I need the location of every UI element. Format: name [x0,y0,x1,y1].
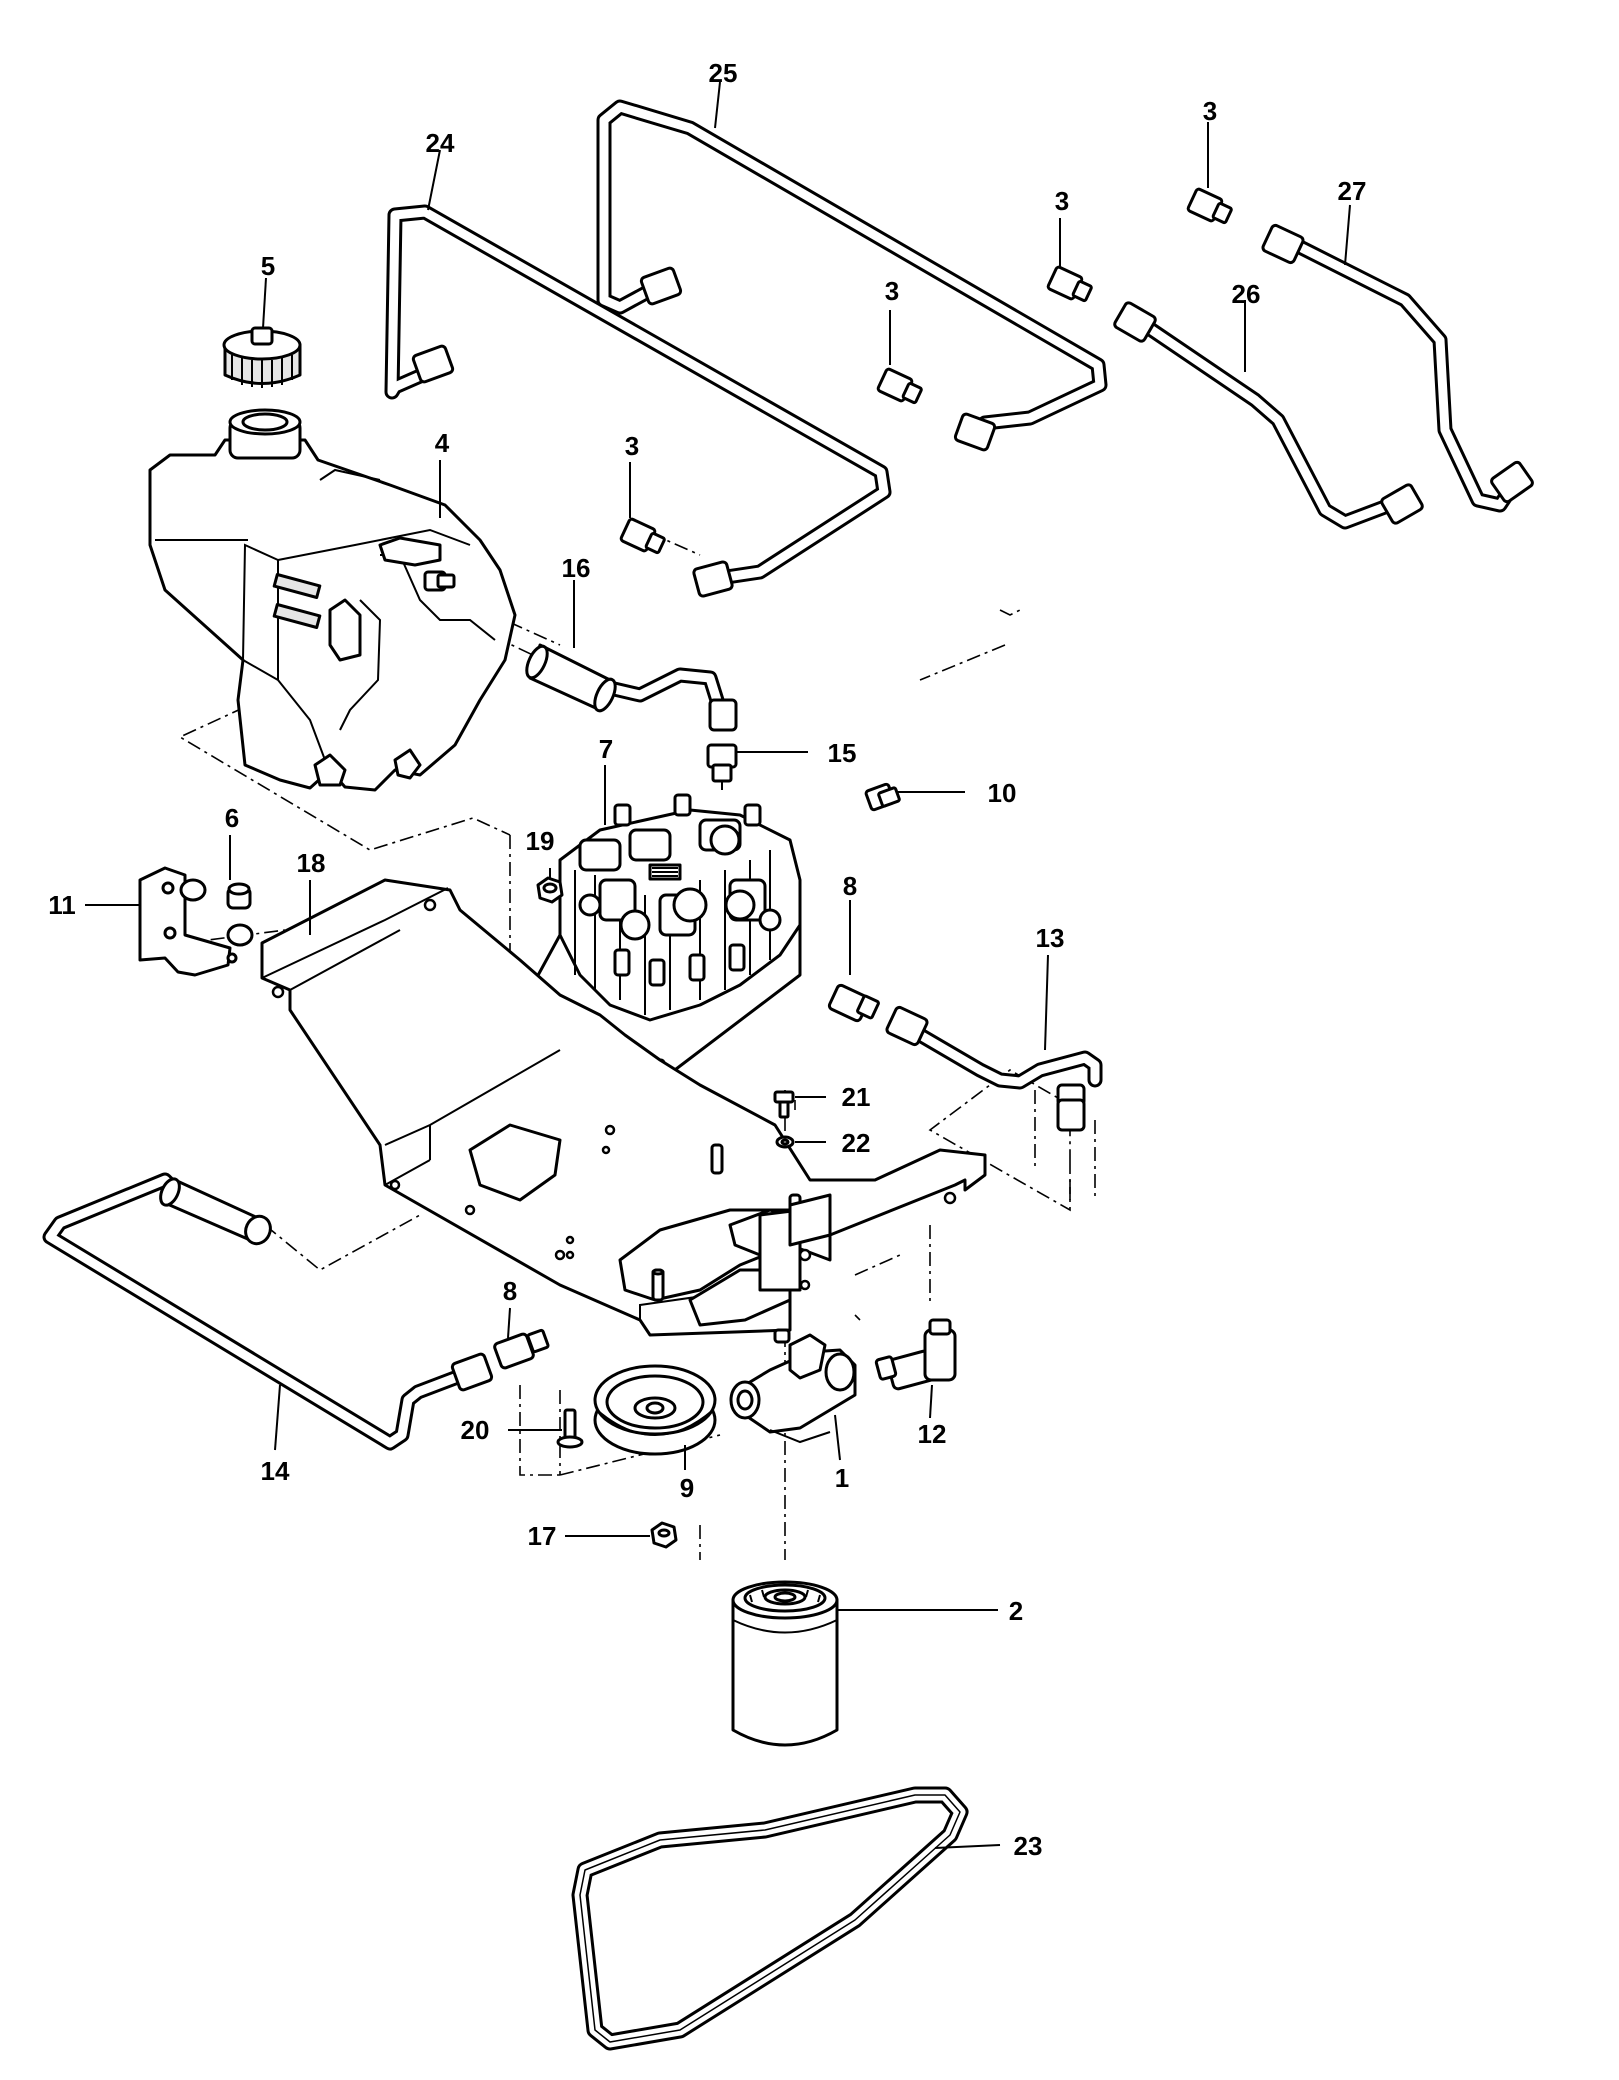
hydraulic-tube-26 [1113,301,1424,530]
callout-24: 24 [426,128,455,158]
bracket-11 [138,866,254,977]
callout-8: 8 [503,1276,517,1306]
nut-17 [650,1521,678,1549]
callout-3: 3 [885,276,899,306]
leader-lines [85,81,1351,1849]
cap-6 [226,882,252,910]
callout-25: 25 [709,58,738,88]
fitting-10 [864,782,901,812]
hydraulic-tube-13 [885,1005,1103,1132]
fitting-15 [706,743,738,790]
hose-16 [525,643,738,732]
callout-3: 3 [625,431,639,461]
filter-head-1 [729,1328,857,1444]
hydraulic-reservoir-4 [148,408,517,792]
callout-3: 3 [1055,186,1069,216]
drive-belt-23 [571,1786,969,2051]
callout-19: 19 [526,826,555,856]
callout-13: 13 [1036,923,1065,953]
callout-20: 20 [461,1415,490,1445]
callout-17: 17 [528,1521,557,1551]
callout-16: 16 [562,553,591,583]
callout-10: 10 [988,778,1017,808]
pulley-9 [593,1364,717,1456]
callout-23: 23 [1014,1831,1043,1861]
bolt-21 [773,1090,795,1119]
hydraulic-tube-24 [384,204,892,598]
callout-11: 11 [48,890,76,920]
callout-18: 18 [297,848,326,878]
callout-27: 27 [1338,176,1367,206]
hydraulic-tube-27 [1261,223,1534,513]
bolt-20 [556,1408,584,1449]
oil-filter-2 [731,1580,839,1747]
fittings-3 [619,187,1233,555]
hydraulic-tube-25 [596,99,1108,452]
callout-26: 26 [1232,279,1261,309]
callout-4: 4 [435,428,450,458]
callout-5: 5 [261,251,275,281]
reservoir-cap-5 [222,326,302,388]
callout-3: 3 [1203,96,1217,126]
callout-14: 14 [261,1456,290,1486]
fitting-8-upper [827,983,880,1023]
hydraulic-pump-7 [528,793,802,1092]
hydraulic-tube-14 [42,1172,494,1451]
callout-21: 21 [842,1082,871,1112]
nut-19 [536,876,564,904]
callout-15: 15 [828,738,857,768]
callout-12: 12 [918,1419,947,1449]
elbow-fitting-12 [874,1318,957,1391]
callout-8: 8 [843,871,857,901]
callout-labels: 25 24 3 3 27 5 3 26 4 3 16 15 7 10 6 19 … [48,58,1366,1861]
callout-7: 7 [599,734,613,764]
fitting-8-lower [493,1328,550,1370]
callout-2: 2 [1009,1596,1023,1626]
callout-22: 22 [842,1128,871,1158]
washer-22 [775,1135,795,1149]
callout-9: 9 [680,1473,694,1503]
callout-1: 1 [835,1463,849,1493]
callout-6: 6 [225,803,239,833]
mounting-plate-18 [260,878,987,1337]
